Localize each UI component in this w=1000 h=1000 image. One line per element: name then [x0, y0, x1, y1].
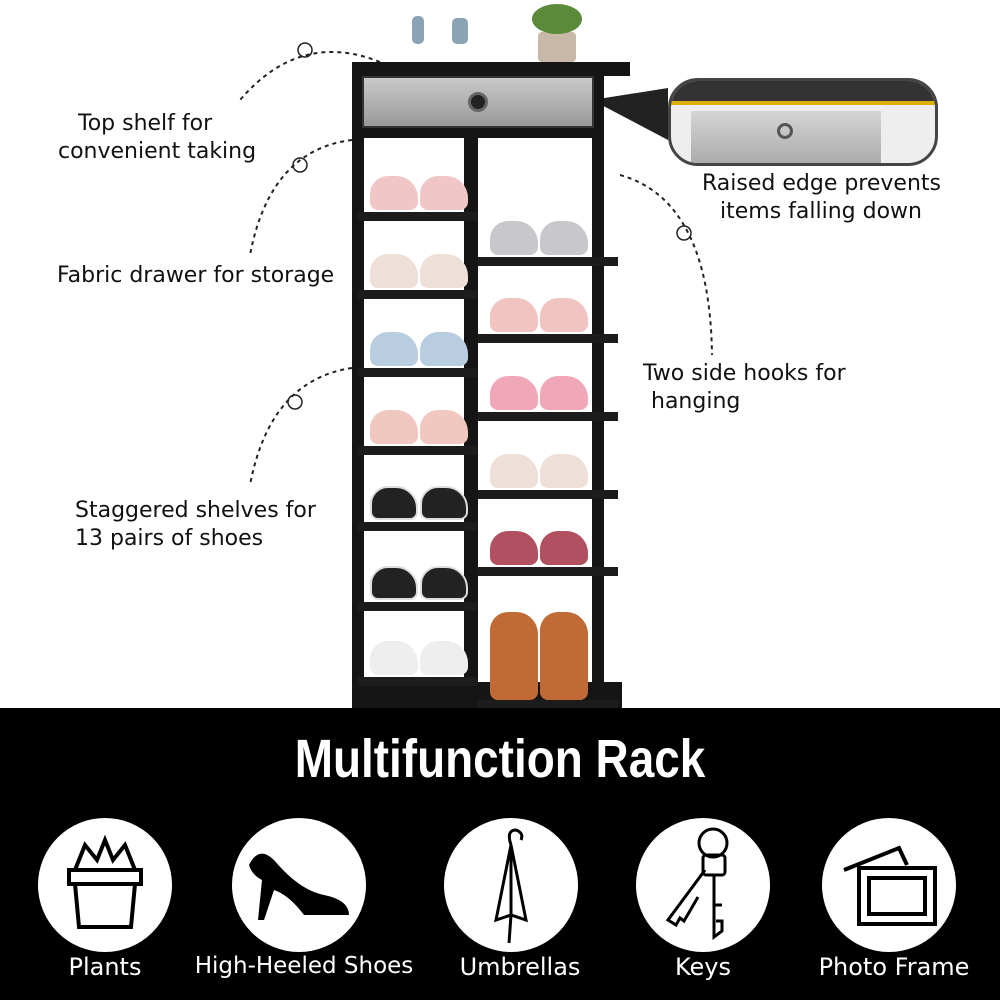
callout-top-shelf: Top shelf for convenient taking: [58, 110, 256, 166]
callout-line: items falling down: [720, 199, 922, 224]
shoe: [370, 254, 418, 288]
shelf: [478, 700, 618, 709]
shoe: [490, 612, 538, 700]
shoe: [420, 486, 468, 520]
raised-edge-detail-image: [668, 78, 938, 166]
banner-title: Multifunction Rack: [294, 729, 706, 789]
shoe: [540, 221, 588, 255]
callout-hooks: Two side hooks for hanging: [643, 360, 846, 416]
shoe: [370, 566, 418, 600]
plant-pot-icon: [38, 818, 172, 952]
shoe: [540, 376, 588, 410]
keys-icon: [636, 818, 770, 952]
shoe: [540, 298, 588, 332]
shoe: [540, 454, 588, 488]
shoe: [370, 486, 418, 520]
callout-line: Top shelf for: [78, 111, 213, 136]
shoe: [370, 332, 418, 366]
shelf: [358, 368, 478, 377]
shoe: [490, 376, 538, 410]
callout-line: Two side hooks for: [643, 361, 846, 386]
shoe-rack-image: [352, 4, 630, 728]
shoe: [490, 221, 538, 255]
callout-line: convenient taking: [58, 139, 257, 164]
shoe: [420, 254, 468, 288]
shoe: [420, 641, 468, 675]
feature-label-high-heels: High-Heeled Shoes: [194, 953, 414, 979]
callout-line: 13 pairs of shoes: [75, 526, 264, 551]
shoe: [540, 612, 588, 700]
shoe: [370, 410, 418, 444]
callout-staggered: Staggered shelves for 13 pairs of shoes: [75, 497, 316, 553]
feature-label-photo-frame: Photo Frame: [818, 953, 970, 981]
shoe: [540, 531, 588, 565]
callout-raised-edge: Raised edge prevents items falling down: [702, 170, 941, 226]
shoe: [490, 298, 538, 332]
callout-line: Staggered shelves for: [75, 498, 316, 523]
umbrella-icon: [444, 818, 578, 952]
feature-label-keys: Keys: [674, 953, 731, 981]
shelf: [478, 490, 618, 499]
shelf: [358, 290, 478, 299]
feature-label-plants: Plants: [68, 953, 142, 981]
shelf: [358, 212, 478, 221]
shelf: [478, 412, 618, 421]
shoe: [420, 332, 468, 366]
shelf: [478, 567, 618, 576]
shelf: [358, 677, 478, 686]
callout-line: Raised edge prevents: [702, 171, 941, 196]
shoe: [420, 176, 468, 210]
shoe: [420, 410, 468, 444]
shoe: [420, 566, 468, 600]
callout-line: hanging: [651, 389, 741, 414]
shelf: [478, 334, 618, 343]
shelf: [478, 257, 618, 266]
shoe: [490, 531, 538, 565]
shoe: [370, 176, 418, 210]
shelf: [358, 522, 478, 531]
shelf: [358, 602, 478, 611]
shelf: [358, 446, 478, 455]
shoe: [490, 454, 538, 488]
callout-drawer: Fabric drawer for storage: [57, 263, 335, 288]
photo-frame-icon: [822, 818, 956, 952]
high-heel-icon: [232, 818, 366, 952]
shoe: [370, 641, 418, 675]
feature-label-umbrellas: Umbrellas: [459, 953, 581, 981]
